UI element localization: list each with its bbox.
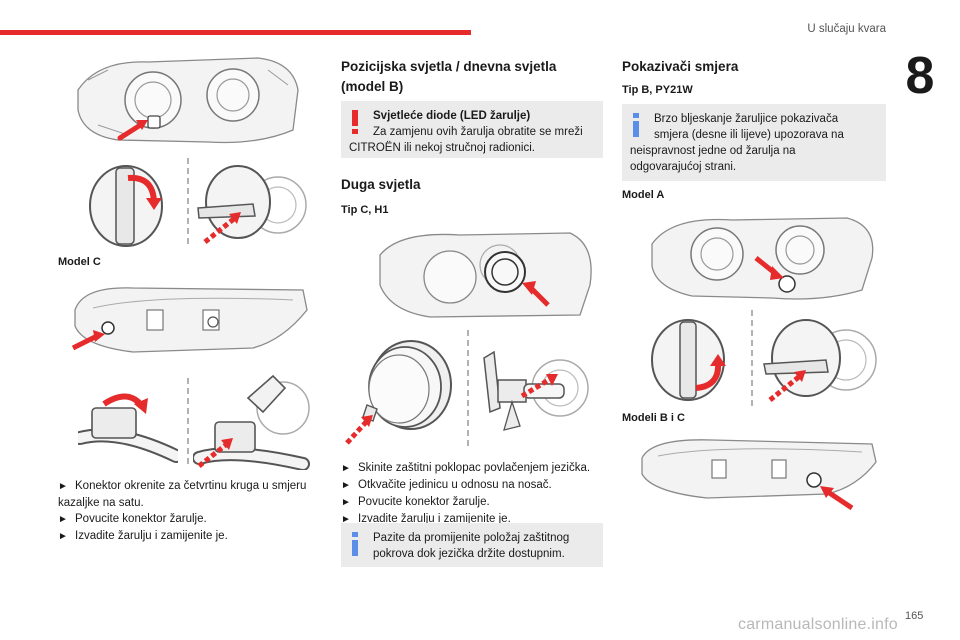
- list-item: ►Otkvačite jedinicu u odnosu na nosač.: [341, 479, 552, 491]
- chapter-number: 8: [905, 47, 935, 105]
- cover-info-box: Pazite da promijenite položaj zaštitnog …: [341, 523, 603, 567]
- indicators-type: Tip B, PY21W: [622, 84, 693, 96]
- list-item: ►Izvadite žarulju i zamijenite je.: [341, 513, 511, 525]
- list-item: ►Skinite zaštitni poklopac povlačenjem j…: [341, 462, 591, 474]
- exclamation-icon: [352, 110, 358, 134]
- figure-divider: [186, 378, 190, 468]
- cap-remove-illustration: [193, 160, 308, 250]
- model-bc-headlamp-illustration: [632, 432, 884, 512]
- watermark: carmanualsonline.info: [738, 616, 898, 633]
- figure-divider: [750, 310, 754, 406]
- headlamp-rear-illustration: [58, 50, 308, 150]
- high-beam-title: Duga svjetla: [341, 177, 421, 192]
- figure-divider: [186, 158, 190, 248]
- model-a-label: Model A: [622, 189, 665, 201]
- list-item: ►Konektor okrenite za četvrtinu kruga u …: [58, 480, 307, 509]
- model-c-headlamp-illustration: [63, 280, 313, 365]
- led-warning-box: Svjetleće diode (LED žarulje) Za zamjenu…: [341, 101, 603, 158]
- model-c-label: Model C: [58, 256, 101, 268]
- model-a-headlamp-illustration: [632, 208, 884, 304]
- model-bc-label: Modeli B i C: [622, 412, 685, 424]
- header-accent-bar: [0, 30, 471, 35]
- protective-cover-illustration: [343, 335, 463, 447]
- col1-bullet-list: ►Konektor okrenite za četvrtinu kruga u …: [58, 478, 328, 545]
- high-beam-type: Tip C, H1: [341, 204, 389, 216]
- info-icon: [352, 532, 358, 556]
- figure-divider: [466, 330, 470, 448]
- indicator-info-box: Brzo bljeskanje žaruljice pokazivača smj…: [622, 104, 886, 181]
- list-item: ►Povucite konektor žarulje.: [58, 513, 207, 525]
- cap-rotate-illustration: [78, 160, 178, 250]
- page-number: 165: [905, 610, 924, 622]
- indicator-cap-remove-illustration: [760, 314, 880, 406]
- section-title: U slučaju kvara: [807, 23, 886, 35]
- indicator-cap-rotate-illustration: [640, 314, 740, 406]
- col2-bullet-list: ►Skinite zaštitni poklopac povlačenjem j…: [341, 460, 611, 528]
- connector-rotate-illustration: [78, 378, 178, 470]
- connector-pull-illustration: [193, 368, 310, 470]
- bulb-unit-illustration: [474, 338, 602, 448]
- list-item: ►Izvadite žarulju i zamijenite je.: [58, 530, 228, 542]
- high-beam-headlamp-illustration: [350, 225, 602, 325]
- indicators-title: Pokazivači smjera: [622, 59, 739, 74]
- list-item: ►Povucite konektor žarulje.: [341, 496, 490, 508]
- position-lights-title: Pozicijska svjetla / dnevna svjetla (mod…: [341, 59, 557, 94]
- info-icon: [633, 113, 639, 137]
